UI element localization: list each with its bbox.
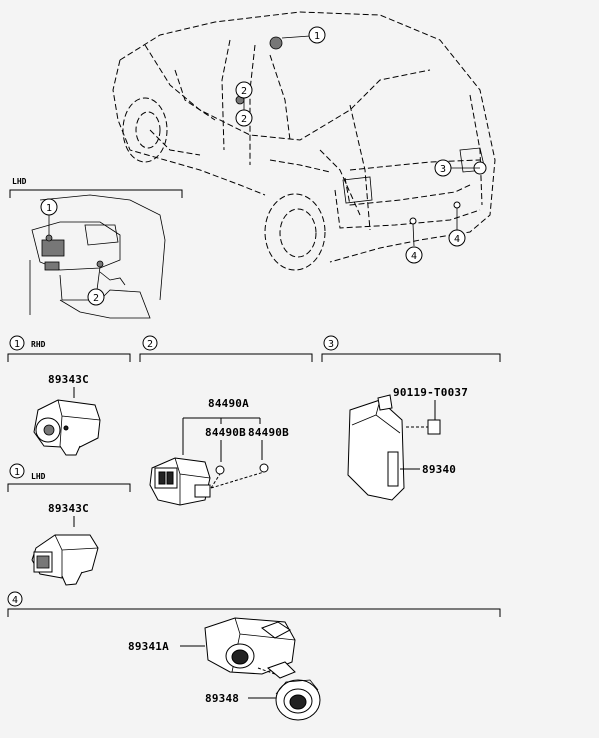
section-2: 2 84490A 84490B 84490B — [139, 335, 313, 506]
part-89341a: 89341A — [128, 640, 169, 653]
part-89348: 89348 — [205, 692, 239, 705]
callout-vehicle-2b: 2 — [241, 86, 247, 97]
lhd-inset: LHD 1 2 — [9, 177, 183, 319]
section-2-number: 2 — [147, 339, 153, 350]
part-89343c-lhd: 89343C — [48, 502, 89, 515]
part-89343c-rhd: 89343C — [48, 373, 89, 386]
callout-vehicle-4b: 4 — [454, 234, 460, 245]
callout-inset-2: 2 — [93, 293, 99, 304]
section-3: 3 90119-T0037 89340 — [321, 335, 501, 501]
part-84490a: 84490A — [208, 397, 249, 410]
callout-inset-1: 1 — [46, 203, 52, 214]
section-4: 4 89341A 89348 — [7, 591, 501, 721]
part-90119-t0037: 90119-T0037 — [393, 386, 468, 399]
part-84490b-left: 84490B — [205, 426, 246, 439]
callout-vehicle-3: 3 — [440, 164, 446, 175]
section-1-rhd-number: 1 — [14, 339, 20, 350]
section-1-lhd-variant: LHD — [31, 472, 46, 481]
section-1-lhd: 1 LHD 89343C — [7, 463, 131, 586]
vehicle-callouts: 1 2 2 3 4 4 — [235, 26, 466, 264]
lhd-inset-label: LHD — [12, 177, 27, 186]
callout-vehicle-2a: 2 — [241, 114, 247, 125]
callout-vehicle-1: 1 — [314, 31, 320, 42]
section-1-lhd-number: 1 — [14, 467, 20, 478]
part-89340: 89340 — [422, 463, 456, 476]
section-3-number: 3 — [328, 339, 334, 350]
section-1-rhd-variant: RHD — [31, 340, 46, 349]
callout-vehicle-4a: 4 — [411, 251, 417, 262]
section-1-rhd: 1 RHD 89343C — [7, 335, 131, 456]
vehicle-illustration — [112, 11, 496, 271]
part-84490b-right: 84490B — [248, 426, 289, 439]
section-4-number: 4 — [12, 595, 18, 606]
